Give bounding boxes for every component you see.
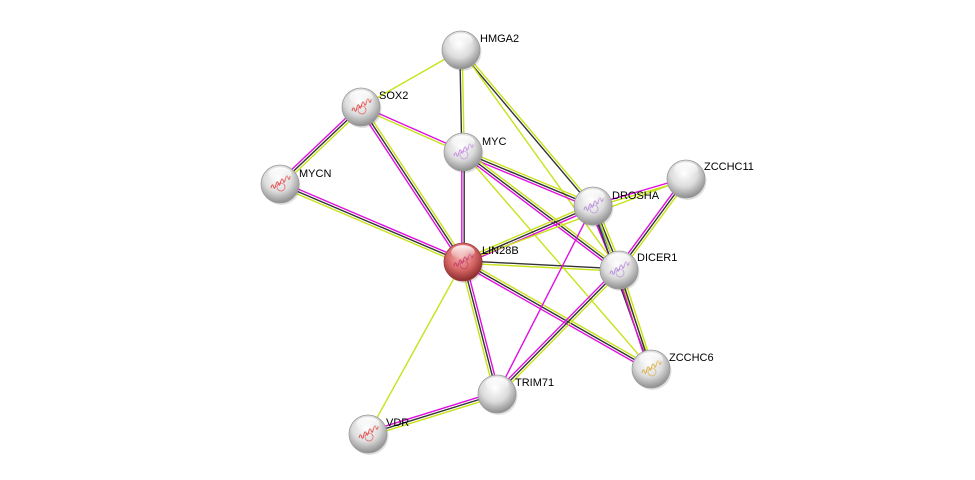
edge-myc-dicer1[interactable]: [461, 149, 621, 273]
edge-dicer1-trim71[interactable]: [494, 267, 622, 397]
protein-structure-icon: [364, 432, 374, 442]
protein-structure-icon: [276, 182, 286, 192]
node-myc[interactable]: MYC: [443, 132, 507, 173]
edge-line-textmining: [462, 262, 619, 272]
edge-line-textmining: [278, 185, 463, 265]
edge-line-experiments: [494, 267, 618, 393]
edge-drosha-trim71[interactable]: [496, 205, 594, 395]
edge-line-textmining: [362, 105, 466, 262]
node-label: HMGA2: [480, 33, 519, 45]
edge-lin28b-zcchc6[interactable]: [461, 259, 653, 372]
edge-line-textmining: [464, 149, 621, 269]
edge-line-experiments: [367, 391, 497, 433]
node-highlight: [674, 162, 698, 176]
edge-line-textmining: [368, 395, 498, 437]
protein-structure-icon: [647, 367, 657, 377]
edge-line-coexpression: [462, 205, 594, 263]
node-highlight: [268, 167, 292, 181]
node-mycn[interactable]: MYCN: [260, 164, 331, 205]
edge-line-textmining: [462, 178, 687, 263]
node-dicer1[interactable]: DICER1: [599, 250, 677, 291]
edge-line-experiments: [461, 153, 618, 273]
node-label: DROSHA: [612, 190, 660, 202]
edge-line-textmining: [367, 261, 464, 435]
node-drosha[interactable]: DROSHA: [573, 186, 660, 227]
edge-line-coexpression: [462, 261, 498, 395]
edge-line-experiments: [461, 263, 651, 372]
edge-lin28b-zcchc11[interactable]: [462, 178, 687, 263]
node-label: ZCCHC11: [704, 161, 754, 173]
node-zcchc6[interactable]: ZCCHC6: [631, 349, 714, 390]
node-sox2[interactable]: SOX2: [341, 87, 408, 128]
edge-hmga2-dicer1[interactable]: [460, 49, 620, 271]
node-label: MYCN: [299, 168, 331, 180]
edges-layer: [277, 48, 689, 437]
edge-line-coexpression: [360, 106, 464, 263]
edge-mycn-lin28b[interactable]: [278, 181, 465, 265]
edge-line-textmining: [498, 271, 622, 397]
edge-lin28b-dicer1[interactable]: [462, 260, 620, 272]
edge-line-coexpression: [463, 260, 620, 270]
edge-lin28b-drosha[interactable]: [461, 203, 595, 265]
node-label: MYC: [482, 136, 507, 148]
edge-line-textmining: [460, 49, 620, 271]
edge-line-textmining: [461, 203, 593, 261]
node-label: TRIM71: [515, 377, 554, 389]
protein-structure-icon: [459, 150, 469, 160]
node-zcchc11[interactable]: ZCCHC11: [666, 159, 754, 200]
edge-myc-drosha[interactable]: [461, 149, 595, 209]
edge-trim71-vdr[interactable]: [367, 391, 498, 437]
protein-structure-icon: [589, 204, 599, 214]
edge-line-textmining: [459, 262, 496, 395]
edge-hmga2-drosha[interactable]: [459, 48, 595, 208]
edge-line-coexpression: [279, 183, 464, 263]
edge-line-experiments: [461, 153, 593, 209]
protein-structure-icon: [459, 260, 469, 270]
node-label: ZCCHC6: [669, 352, 714, 364]
node-label: LIN28B: [482, 245, 519, 257]
edge-line-textmining: [463, 259, 653, 368]
edge-line-coexpression: [462, 261, 652, 370]
edge-line-textmining: [463, 149, 595, 205]
node-label: VDR: [386, 417, 409, 429]
protein-structure-icon: [357, 105, 367, 115]
edge-line-experiments: [280, 181, 465, 261]
edge-line-experiments: [358, 107, 462, 264]
node-hmga2[interactable]: HMGA2: [441, 30, 519, 71]
node-label: SOX2: [379, 90, 408, 102]
edge-line-textmining: [462, 151, 652, 370]
edge-line-coexpression: [496, 269, 620, 395]
node-highlight: [639, 352, 663, 366]
edge-line-textmining: [461, 48, 595, 206]
edge-line-coexpression: [462, 151, 594, 207]
edge-line-experiments: [463, 207, 595, 265]
edge-line-coexpression: [462, 151, 620, 271]
node-highlight: [607, 253, 631, 267]
node-highlight: [449, 33, 473, 47]
edge-line-coexpression: [459, 50, 593, 208]
edge-myc-zcchc6[interactable]: [462, 151, 652, 370]
node-highlight: [451, 135, 475, 149]
node-highlight: [581, 189, 605, 203]
edge-line-experiments: [496, 205, 594, 395]
edge-lin28b-trim71[interactable]: [459, 261, 501, 395]
edge-line-experiments: [464, 261, 501, 394]
node-lin28b[interactable]: LIN28B: [443, 242, 519, 283]
protein-structure-icon: [615, 268, 625, 278]
node-highlight: [485, 377, 509, 391]
node-vdr[interactable]: VDR: [348, 414, 409, 455]
node-highlight: [356, 417, 380, 431]
node-highlight: [451, 245, 475, 259]
node-trim71[interactable]: TRIM71: [477, 374, 554, 415]
edge-line-coexpression: [367, 393, 498, 435]
node-label: DICER1: [637, 252, 677, 264]
node-highlight: [349, 90, 373, 104]
edge-lin28b-vdr[interactable]: [367, 261, 464, 435]
edge-sox2-lin28b[interactable]: [358, 105, 466, 264]
